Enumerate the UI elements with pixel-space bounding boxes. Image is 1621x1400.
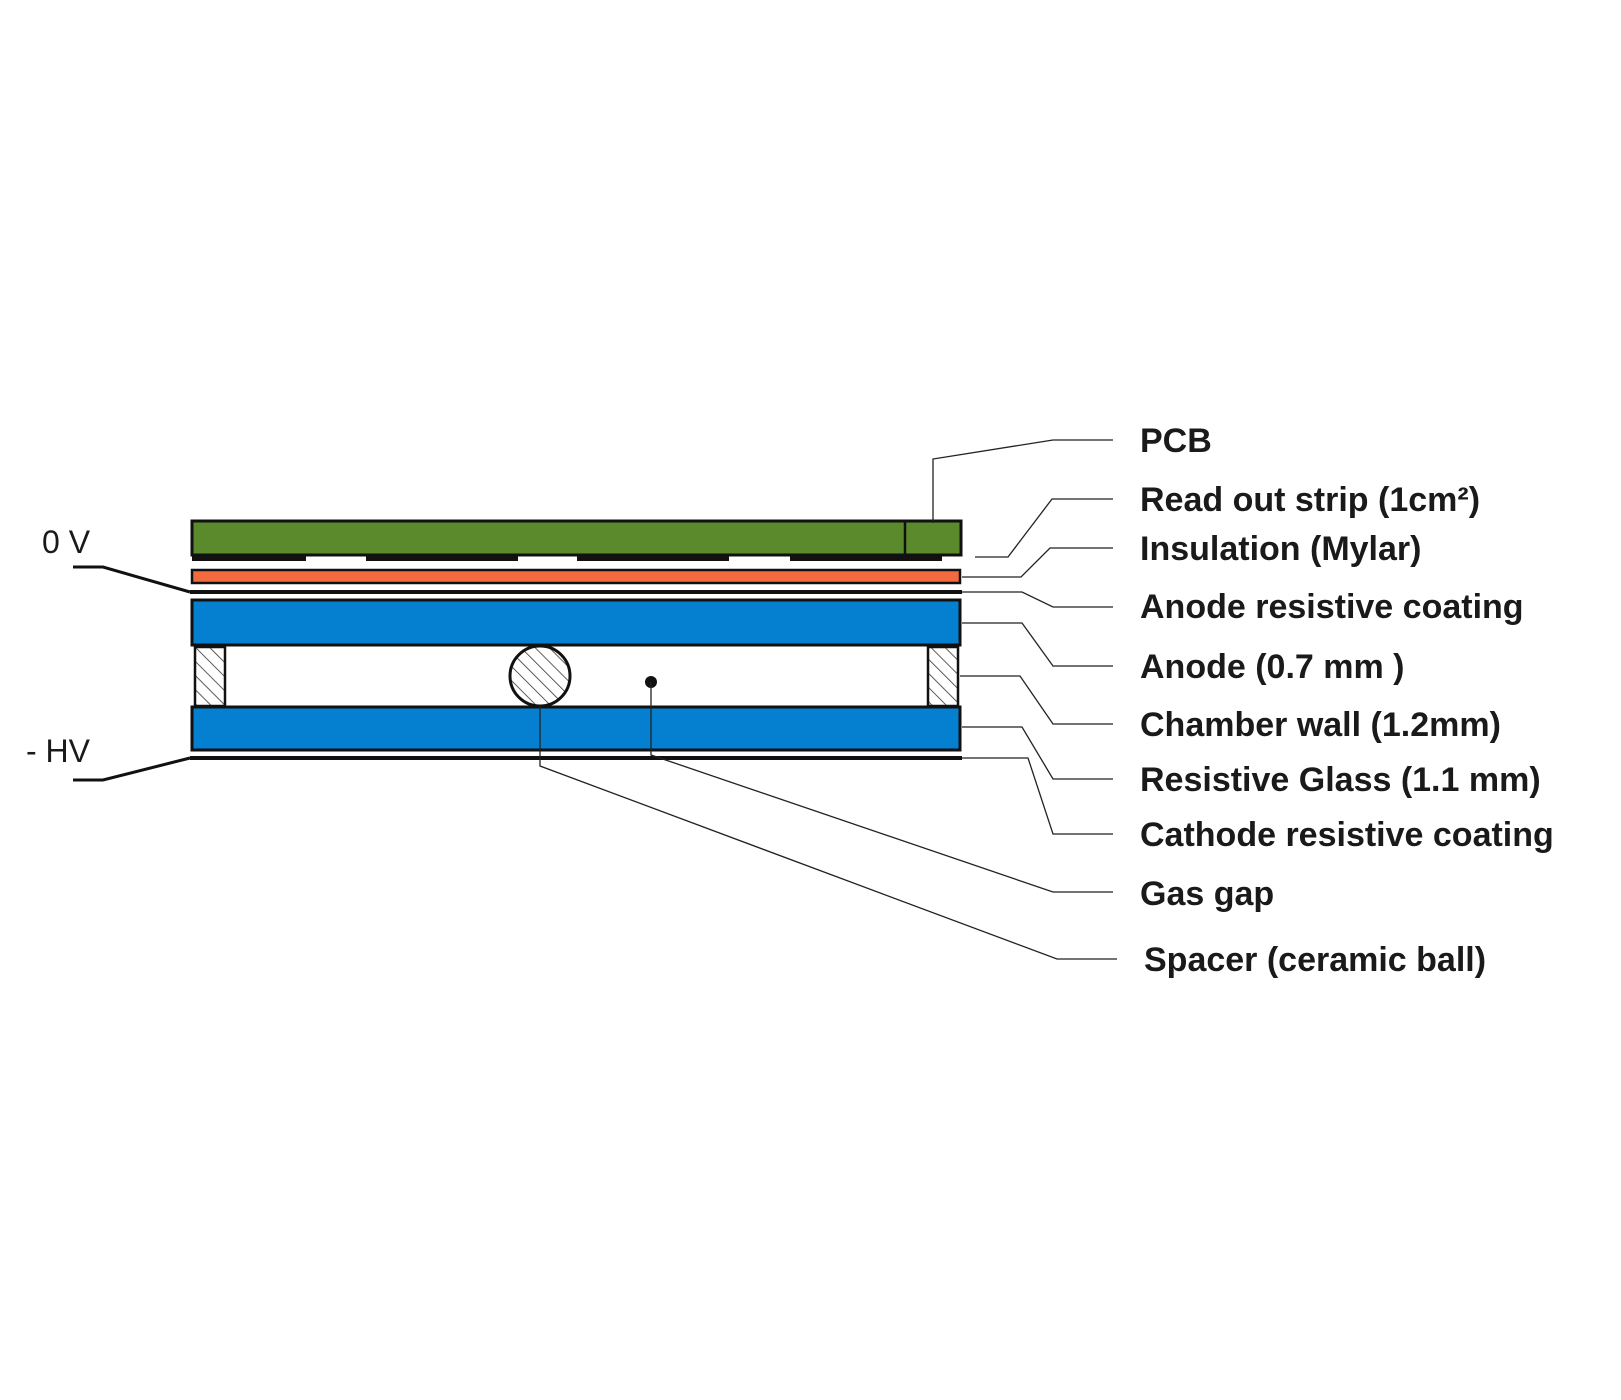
leader-anode-coating	[962, 591, 1113, 608]
label-anode-resistive-coating: Anode resistive coating	[1140, 588, 1524, 626]
readout-strips	[192, 554, 942, 561]
readout-strip	[790, 554, 942, 561]
leader-lines	[539, 439, 1117, 960]
high-voltage-wire	[73, 756, 191, 782]
readout-strip	[577, 554, 729, 561]
insulation-mylar-layer	[190, 568, 962, 585]
label-chamber-wall: Chamber wall (1.2mm)	[1140, 706, 1501, 744]
pcb-layer	[190, 519, 963, 557]
label-cathode-resistive-coating: Cathode resistive coating	[1140, 816, 1554, 854]
zero-volt-wire	[73, 565, 191, 594]
spacer-ceramic-ball	[508, 644, 572, 708]
leader-pcb	[932, 439, 1113, 523]
leader-spacer	[539, 706, 1117, 960]
label-spacer: Spacer (ceramic ball)	[1144, 941, 1486, 979]
leader-anode	[962, 622, 1113, 667]
label-anode: Anode (0.7 mm )	[1140, 648, 1404, 686]
chamber-wall-left	[193, 645, 227, 708]
leader-chamber-wall	[960, 675, 1113, 725]
leader-cathode-coating	[962, 757, 1113, 835]
voltage-label-zero: 0 V	[42, 524, 91, 560]
label-insulation: Insulation (Mylar)	[1140, 530, 1421, 568]
leader-gas-gap	[650, 682, 1113, 893]
label-resistive-glass: Resistive Glass (1.1 mm)	[1140, 761, 1541, 799]
leader-resistive-glass	[962, 726, 1113, 780]
chamber-wall-right	[926, 645, 960, 708]
label-readout-strip: Read out strip (1cm²)	[1140, 481, 1480, 519]
label-gas-gap: Gas gap	[1140, 875, 1274, 913]
label-pcb: PCB	[1140, 422, 1212, 460]
leader-readout-strip	[975, 498, 1113, 558]
anode-glass	[190, 598, 962, 647]
readout-strip	[192, 554, 306, 561]
leader-insulation	[962, 547, 1113, 578]
readout-strip	[366, 554, 518, 561]
resistive-glass-cathode	[190, 705, 962, 752]
voltage-label-hv: - HV	[26, 733, 91, 769]
